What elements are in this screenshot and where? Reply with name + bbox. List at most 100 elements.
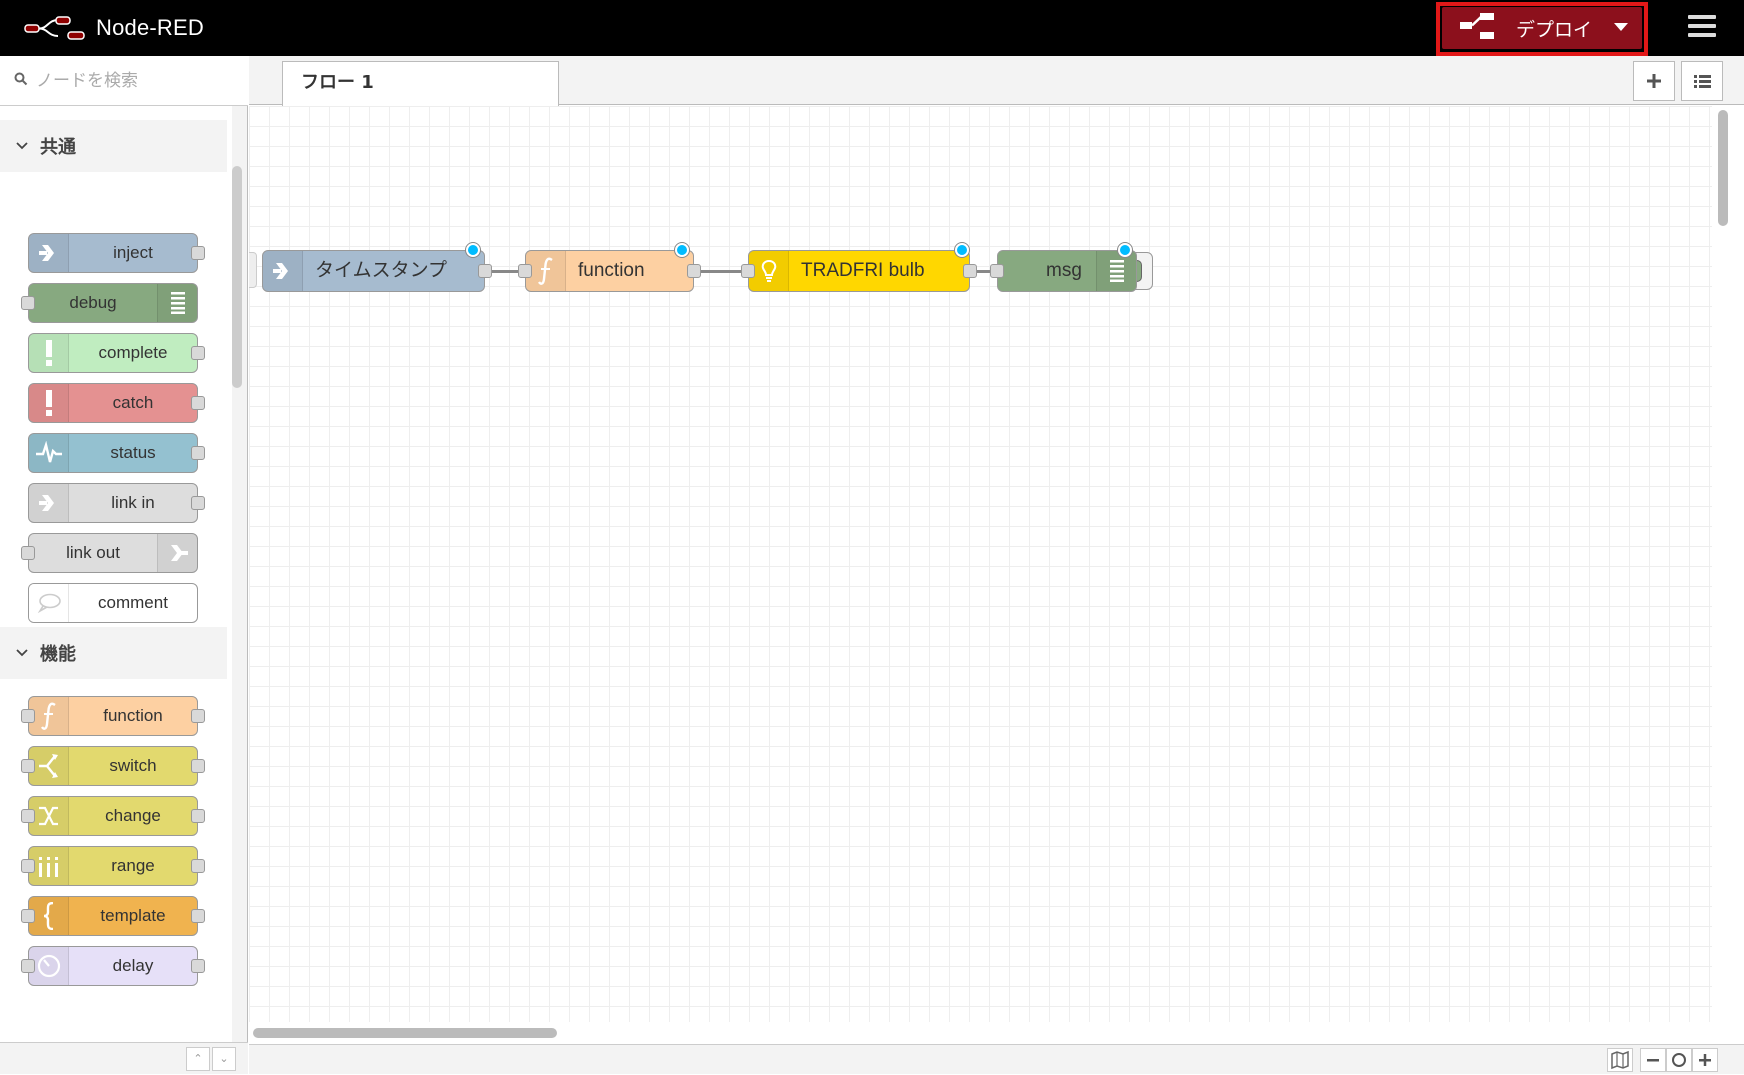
palette-node-change[interactable]: change xyxy=(21,796,205,836)
chevron-down-icon xyxy=(16,142,28,150)
flow-node-debug-msg[interactable]: msg xyxy=(990,243,1137,292)
palette-node-delay[interactable]: delay xyxy=(21,946,205,986)
pulse-icon xyxy=(29,434,69,472)
zoom-reset-icon[interactable] xyxy=(1666,1048,1692,1072)
output-port[interactable] xyxy=(478,264,492,278)
flow-canvas[interactable]: タイムスタンプ function TRADFRI bulb msg xyxy=(249,106,1712,1022)
node-label: comment xyxy=(98,593,168,612)
exclamation-icon xyxy=(29,384,69,422)
navigator-map-icon[interactable] xyxy=(1607,1048,1633,1072)
speech-bubble-icon xyxy=(29,584,69,622)
output-port xyxy=(191,909,205,923)
exclamation-icon xyxy=(29,334,69,372)
palette-node-template[interactable]: template xyxy=(21,896,205,936)
collapse-all-icon[interactable]: ⌃ xyxy=(186,1047,210,1071)
category-label: 共通 xyxy=(40,137,76,158)
palette-node-link-out[interactable]: link out xyxy=(21,533,198,573)
changed-indicator xyxy=(466,243,480,257)
node-label: template xyxy=(100,906,166,925)
wire[interactable] xyxy=(485,270,525,273)
timer-icon xyxy=(29,947,69,985)
deploy-button[interactable]: デプロイ xyxy=(1442,7,1642,49)
canvas-vertical-scrollbar[interactable] xyxy=(1718,110,1728,226)
wire[interactable] xyxy=(694,270,746,273)
flow-node-function[interactable]: function xyxy=(518,243,701,292)
node-red-logo-icon xyxy=(24,16,85,40)
node-label: delay xyxy=(112,956,154,975)
output-port[interactable] xyxy=(687,264,701,278)
main-menu-hamburger-icon[interactable] xyxy=(1688,15,1716,39)
output-port xyxy=(191,859,205,873)
switch-icon xyxy=(29,747,69,785)
plus-icon xyxy=(1647,74,1661,88)
node-label: change xyxy=(105,806,161,825)
flow-node-tradfri-bulb[interactable]: TRADFRI bulb xyxy=(741,243,977,292)
palette-node-link-in[interactable]: link in xyxy=(28,483,205,523)
flow-list-button[interactable] xyxy=(1681,61,1723,101)
zoom-out-icon[interactable] xyxy=(1640,1048,1666,1072)
palette-scrollbar[interactable] xyxy=(232,166,242,388)
category-header-common[interactable]: 共通 xyxy=(0,120,227,172)
node-label: function xyxy=(578,260,645,281)
node-label: status xyxy=(110,443,156,462)
lightbulb-icon xyxy=(749,251,789,291)
search-icon xyxy=(14,71,28,90)
palette-node-switch[interactable]: switch xyxy=(21,746,205,786)
palette-node-range[interactable]: range xyxy=(21,846,205,886)
node-label: catch xyxy=(112,393,154,412)
palette-footer: ⌃ ⌄ xyxy=(0,1042,248,1074)
palette-node-complete[interactable]: complete xyxy=(28,333,205,373)
category-header-function[interactable]: 機能 xyxy=(0,627,227,679)
palette-node-debug[interactable]: debug xyxy=(21,283,198,323)
offscreen-node-stub xyxy=(249,252,257,288)
node-label: link out xyxy=(66,543,120,562)
node-label: complete xyxy=(98,343,168,362)
deploy-dropdown-caret-icon[interactable] xyxy=(1614,23,1628,31)
palette-search-bar xyxy=(0,56,248,106)
input-port xyxy=(21,546,35,560)
zoom-in-icon[interactable] xyxy=(1692,1048,1718,1072)
workspace-tab-bar: フロー 1 xyxy=(249,56,1744,106)
link-in-icon xyxy=(29,484,69,522)
palette-search-input[interactable] xyxy=(36,70,236,91)
input-port[interactable] xyxy=(990,264,1004,278)
flow-node-inject-timestamp[interactable]: タイムスタンプ xyxy=(262,243,492,292)
node-label: link in xyxy=(111,493,155,512)
node-label: TRADFRI bulb xyxy=(801,260,925,281)
input-port[interactable] xyxy=(518,264,532,278)
expand-all-icon[interactable]: ⌄ xyxy=(212,1047,236,1071)
canvas-horizontal-scrollbar[interactable] xyxy=(253,1028,557,1038)
output-port xyxy=(191,959,205,973)
output-port xyxy=(191,346,205,360)
changed-indicator xyxy=(955,243,969,257)
palette-node-function[interactable]: function xyxy=(21,696,205,736)
input-port xyxy=(21,909,35,923)
output-port xyxy=(191,246,205,260)
palette-node-status[interactable]: status xyxy=(28,433,205,473)
output-port xyxy=(191,446,205,460)
input-port xyxy=(21,709,35,723)
deploy-highlight-box xyxy=(1436,2,1648,56)
add-flow-button[interactable] xyxy=(1633,61,1675,101)
changed-indicator xyxy=(1118,243,1132,257)
palette-node-comment[interactable]: comment xyxy=(28,583,198,623)
palette-node-catch[interactable]: catch xyxy=(28,383,205,423)
input-port[interactable] xyxy=(741,264,755,278)
app-title: Node-RED xyxy=(96,15,204,40)
list-icon xyxy=(157,284,197,322)
output-port xyxy=(191,709,205,723)
output-port xyxy=(191,396,205,410)
shuffle-icon xyxy=(29,797,69,835)
output-port xyxy=(191,759,205,773)
arrow-in-icon xyxy=(29,234,69,272)
output-port[interactable] xyxy=(963,264,977,278)
range-icon xyxy=(29,847,69,885)
palette-sidebar: 共通 inject debug complete xyxy=(0,56,248,1074)
chevron-down-icon xyxy=(16,649,28,657)
brace-icon xyxy=(29,897,69,935)
palette-node-inject[interactable]: inject xyxy=(28,233,205,273)
deploy-icon xyxy=(1460,13,1498,43)
node-label: switch xyxy=(109,756,157,775)
tab-flow-1[interactable]: フロー 1 xyxy=(282,61,559,106)
output-port xyxy=(191,809,205,823)
